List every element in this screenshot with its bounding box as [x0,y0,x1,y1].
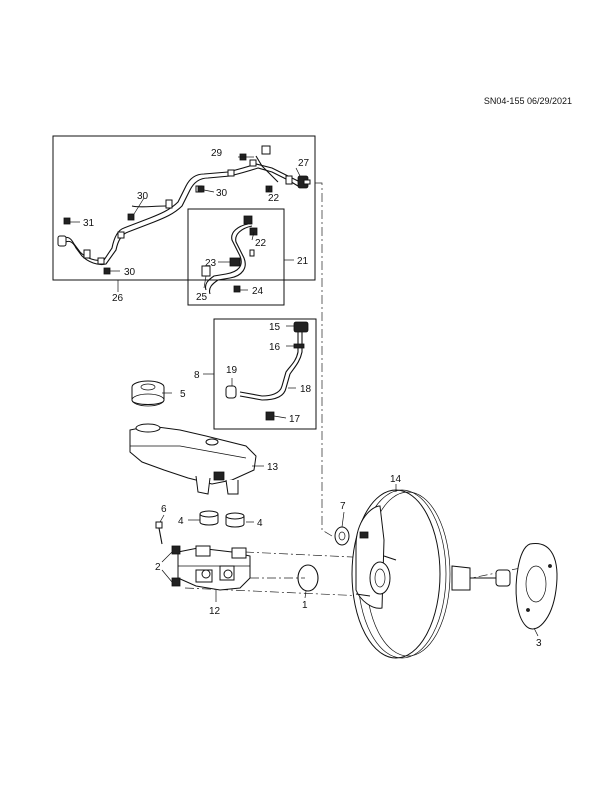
callout-22-box26: 22 [268,193,280,204]
centerline-cylinder-3 [184,587,366,597]
callout-29: 29 [211,148,223,159]
reservoir-cap-5 [131,380,165,407]
booster-gasket-3 [515,543,558,630]
callout-21: 21 [297,256,309,267]
callout-23: 23 [205,258,217,269]
callout-7: 7 [340,501,346,512]
seal-7 [334,526,350,546]
fluid-reservoir-13 [129,423,257,495]
brake-pipe-21 [201,215,258,295]
callout-14: 14 [390,474,402,485]
o-ring-1 [297,564,319,592]
brake-pipe-assembly-26 [57,145,311,275]
callout-3: 3 [536,638,542,649]
document-reference: SN04-155 06/29/2021 [483,96,572,106]
callout-8: 8 [194,370,200,381]
callout-24: 24 [252,286,264,297]
callout-6: 6 [161,504,167,515]
bolt-6 [155,521,163,545]
callout-22-box21: 22 [255,238,267,249]
detail-box-21 [187,208,285,306]
reservoir-seals-4 [199,510,245,528]
callout-17: 17 [289,414,301,425]
detail-box-26 [52,135,316,281]
callout-13: 13 [267,462,279,473]
callout-31: 31 [83,218,95,229]
callout-19: 19 [226,365,238,376]
callout-25: 25 [196,292,208,303]
callout-4-right: 4 [257,518,263,529]
callout-2: 2 [155,562,161,573]
callout-16: 16 [269,342,281,353]
callout-1: 1 [302,600,308,611]
master-cylinder-12 [171,545,251,591]
callout-4-left: 4 [178,516,184,527]
centerline-upper [315,182,333,537]
callout-30-top-right: 30 [216,188,228,199]
callout-15: 15 [269,322,281,333]
callout-12: 12 [209,606,221,617]
callout-30-bottom: 30 [124,267,136,278]
callout-30-top-left: 30 [137,191,149,202]
callout-18: 18 [300,384,312,395]
brake-hose-8 [225,321,309,421]
callout-27: 27 [298,158,310,169]
callout-26: 26 [112,293,124,304]
brake-booster-14 [351,489,511,659]
callout-5: 5 [180,389,186,400]
